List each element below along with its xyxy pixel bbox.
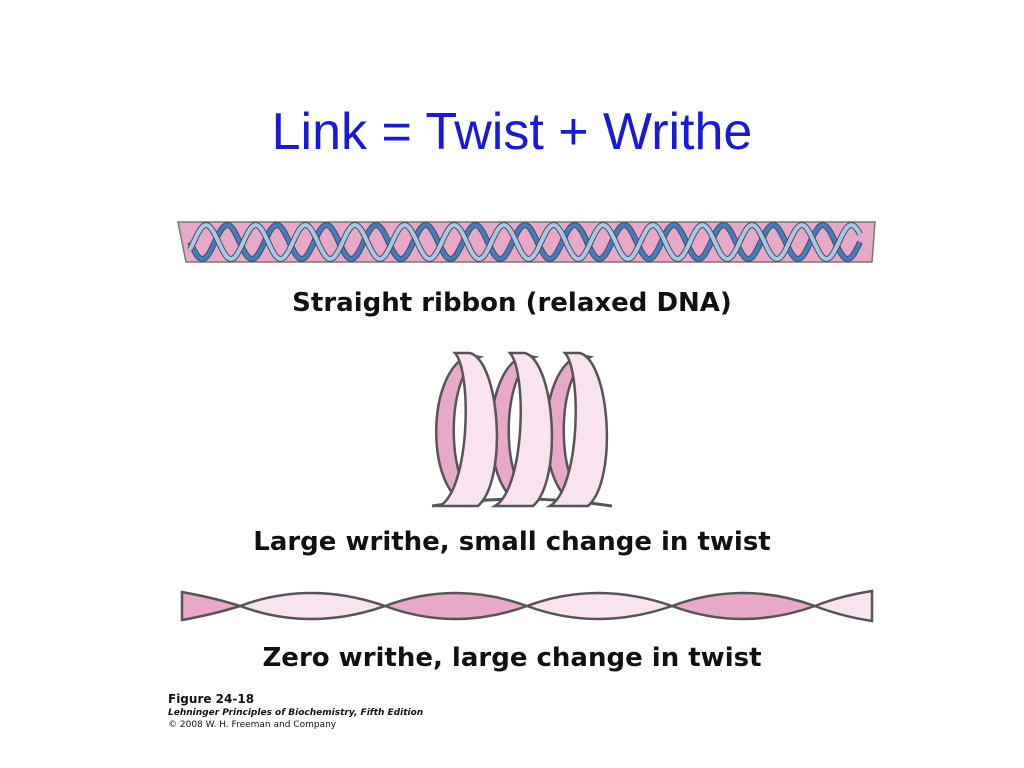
- figure-number: Figure 24-18: [168, 692, 255, 706]
- slide-title: Link = Twist + Writhe: [271, 103, 753, 161]
- copyright-notice: © 2008 W. H. Freeman and Company: [168, 720, 337, 730]
- coiled-ribbon-illustration: [431, 351, 613, 508]
- figure-credit: Figure 24-18 Lehninger Principles of Bio…: [168, 692, 423, 731]
- helix-strand-light: [187, 221, 863, 263]
- caption-zero-writhe: Zero writhe, large change in twist: [262, 643, 762, 673]
- helix-strand-path: [188, 222, 862, 262]
- caption-straight-ribbon: Straight ribbon (relaxed DNA): [292, 288, 732, 318]
- helix-strand-dark: [187, 221, 863, 263]
- twisted-ribbon-illustration: [180, 589, 874, 623]
- caption-large-writhe: Large writhe, small change in twist: [253, 527, 771, 557]
- book-title: Lehninger Principles of Biochemistry, Fi…: [168, 708, 424, 718]
- helix-strand-path: [188, 222, 862, 262]
- straight-ribbon-illustration: [177, 221, 876, 263]
